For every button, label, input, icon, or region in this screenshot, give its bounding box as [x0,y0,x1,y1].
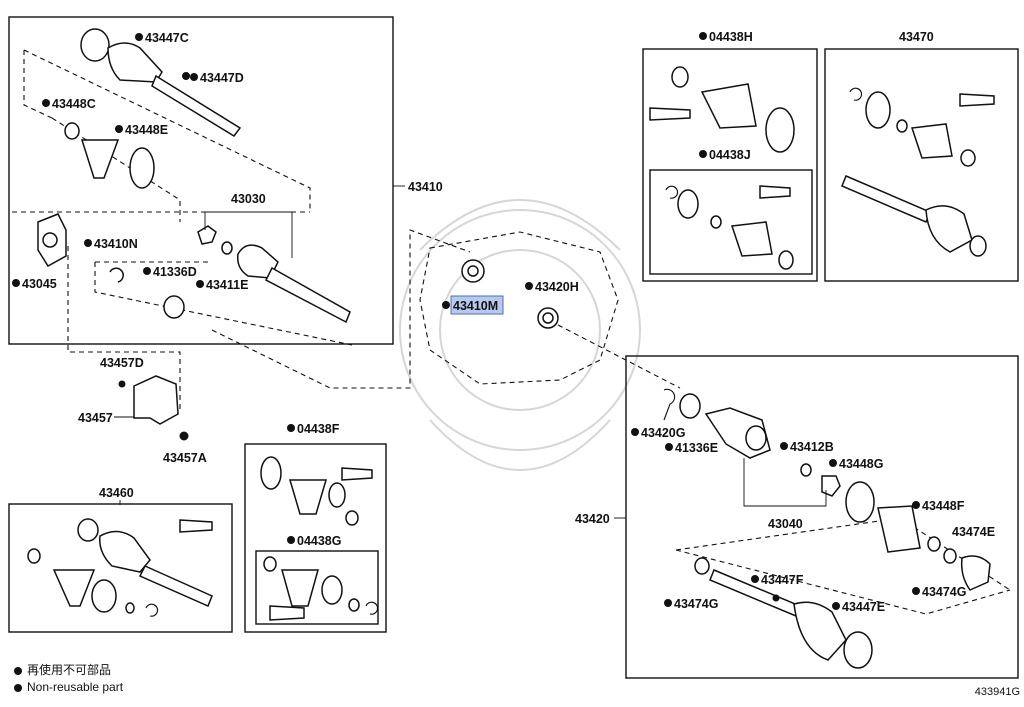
svg-text:43410N: 43410N [94,237,138,251]
label-43457: 43457 [78,411,134,425]
svg-text:43447D: 43447D [200,71,244,85]
label-41336E: 41336E [665,441,718,455]
group-box-43420 [625,355,1019,679]
label-43040: 43040 [743,458,827,531]
bullet-icon [14,683,22,692]
svg-text:43474E: 43474E [952,525,995,539]
legend: 再使用不可部品 Non-reusable part [14,662,123,696]
svg-text:43420H: 43420H [535,280,579,294]
label-43420H: 43420H [525,280,579,294]
label-43410M: 43410M [442,295,504,315]
svg-text:43447F: 43447F [761,573,804,587]
diagram-code: 433941G [974,686,1020,698]
label-41336D: 41336D [143,265,197,279]
svg-text:43474G: 43474G [674,597,718,611]
drive-shaft-43470 [841,87,995,257]
group-box-43460 [8,503,233,633]
svg-text:04438F: 04438F [297,422,340,436]
drive-shaft-43420 [663,388,991,669]
label-04438J: 04438J [699,148,751,162]
label-43457A: 43457A [163,451,207,465]
label-43448E: 43448E [115,123,168,137]
svg-text:43040: 43040 [768,517,803,531]
label-43412B: 43412B [780,440,834,454]
svg-text:43448E: 43448E [125,123,168,137]
label-43420: 43420 [575,512,626,526]
group-box-43470 [824,48,1019,282]
legend-row-en: Non-reusable part [14,679,123,696]
svg-text:04438J: 04438J [709,148,751,162]
label-43474G-left: 43474G [664,597,718,611]
drive-shaft-43460 [27,518,213,617]
watermark [399,199,641,471]
group-box-04438J [649,169,813,275]
drive-shaft-43410 [37,28,351,441]
svg-text:43411E: 43411E [206,278,248,292]
svg-text:43448F: 43448F [922,499,965,513]
label-43460: 43460 [99,486,134,505]
svg-text:43410M: 43410M [453,299,498,313]
transaxle-outline [419,231,681,389]
label-43410: 43410 [393,180,443,194]
label-04438F: 04438F [287,422,340,436]
label-43420G: 43420G [631,426,685,440]
svg-text:43448C: 43448C [52,97,96,111]
svg-text:43410: 43410 [408,180,443,194]
group-box-43410 [8,16,394,345]
svg-text:43457D: 43457D [100,356,144,370]
svg-text:43448G: 43448G [839,457,883,471]
svg-text:41336E: 41336E [675,441,718,455]
svg-text:43460: 43460 [99,486,134,500]
label-43447C: 43447C [135,31,189,45]
boot-kit-04438F [260,456,379,621]
label-04438H: 04438H [699,30,753,44]
group-box-04438F [244,443,387,633]
label-43470: 43470 [899,30,934,44]
label-43030: 43030 [204,192,293,258]
boot-kit-04438H [649,66,795,270]
svg-text:43470: 43470 [899,30,934,44]
label-43045: 43045 [12,277,57,291]
label-43411E: 43411E [196,278,248,292]
svg-text:43030: 43030 [231,192,266,206]
label-43448F: 43448F [912,499,965,513]
bullet-icon [14,666,22,675]
label-43457D: 43457D [100,356,144,370]
svg-text:04438G: 04438G [297,534,341,548]
svg-text:41336D: 41336D [153,265,197,279]
label-04438G: 04438G [287,534,341,548]
svg-text:43412B: 43412B [790,440,834,454]
svg-text:43447C: 43447C [145,31,189,45]
svg-text:43420G: 43420G [641,426,685,440]
label-43474E: 43474E [952,525,995,539]
label-43447D: 43447D [190,71,244,85]
svg-text:04438H: 04438H [709,30,753,44]
legend-row-jp: 再使用不可部品 [14,662,123,679]
label-43447F: 43447F [751,573,804,587]
svg-text:43045: 43045 [22,277,57,291]
label-43448G: 43448G [829,457,883,471]
svg-text:43457: 43457 [78,411,113,425]
label-43447E: 43447E [832,600,885,614]
label-43410N: 43410N [84,237,138,251]
group-box-04438G [255,550,379,625]
svg-text:43457A: 43457A [163,451,207,465]
label-43448C: 43448C [42,97,96,111]
label-43474G-right: 43474G [912,585,966,599]
svg-text:43474G: 43474G [922,585,966,599]
svg-text:43420: 43420 [575,512,610,526]
group-box-04438H [642,48,818,282]
svg-text:43447E: 43447E [842,600,885,614]
